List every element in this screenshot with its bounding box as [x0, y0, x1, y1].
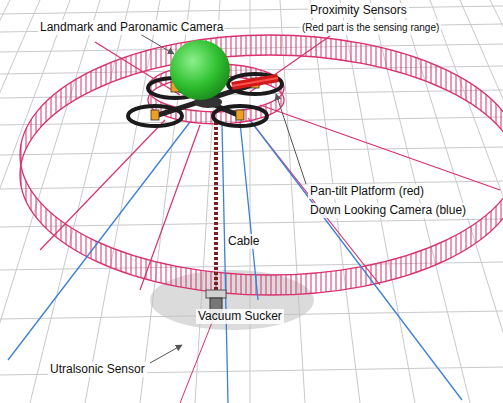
camera-rays [8, 120, 462, 403]
leader-lines [140, 34, 306, 363]
sucker-label: Vacuum Sucker [196, 309, 284, 324]
platform-label: Pan-tilt Platform (red) [308, 184, 426, 199]
range-note: (Red part is the sensing range) [300, 20, 441, 35]
cable [214, 122, 218, 292]
landmark-sphere [170, 40, 230, 100]
sensor-label: Utralsonic Sensor [48, 362, 147, 377]
ultrasonic-ray [180, 320, 213, 403]
proximity-rays [40, 36, 500, 290]
camera-label: Landmark and Paronamic Camera [38, 20, 225, 35]
sensor-label: Proximity Sensors [308, 3, 409, 18]
cable-label: Cable [226, 234, 261, 249]
proximity-range-ring [20, 35, 503, 295]
pan-tilt-platform [232, 78, 278, 86]
camera-label: Down Looking Camera (blue) [308, 203, 468, 218]
